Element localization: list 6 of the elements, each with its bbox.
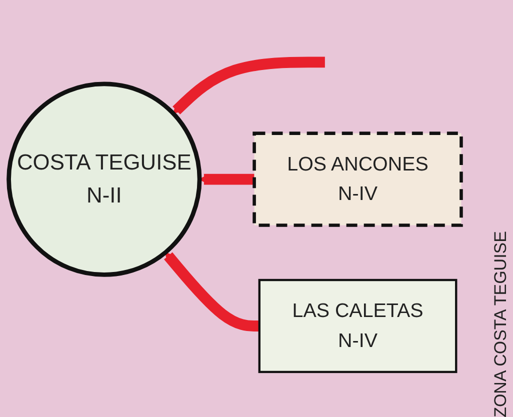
arrow xyxy=(164,252,260,332)
zone-label: ZONA COSTA TEGUISE xyxy=(491,230,511,417)
arrow xyxy=(172,56,325,114)
node-box: LAS CALETAS N-IV xyxy=(258,278,458,373)
node-box: LOS ANCONES N-IV xyxy=(252,131,463,227)
node-circle: COSTA TEGUISE N-II xyxy=(6,81,202,277)
